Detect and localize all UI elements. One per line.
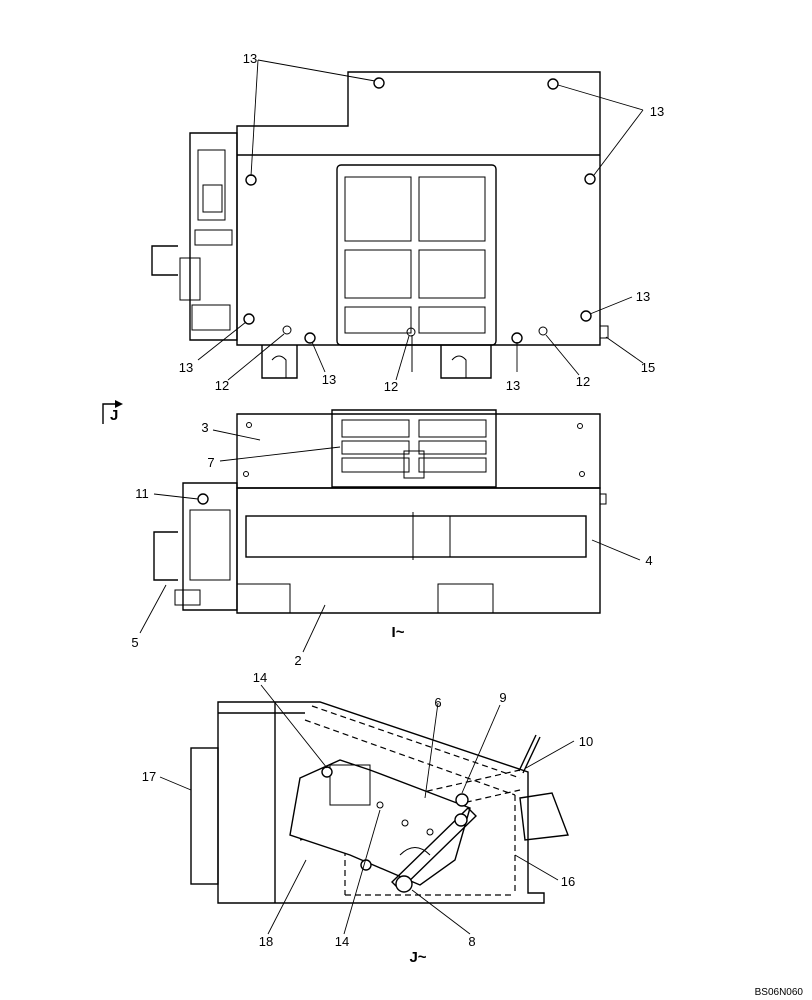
callout-12: 12 (384, 379, 398, 394)
callout-14: 14 (253, 670, 267, 685)
callout-5: 5 (131, 635, 138, 650)
view-arrow-j (102, 400, 123, 424)
callout-3: 3 (201, 420, 208, 435)
callout-13: 13 (322, 372, 336, 387)
callout-8: 8 (468, 934, 475, 949)
callout-11: 11 (135, 486, 149, 501)
view-label-j: J (110, 407, 118, 424)
callout-13: 13 (650, 104, 664, 119)
callout-13: 13 (636, 289, 650, 304)
callout-4: 4 (645, 553, 652, 568)
callout-13: 13 (506, 378, 520, 393)
callout-9: 9 (499, 690, 506, 705)
callout-15: 15 (641, 360, 655, 375)
view-label-i: I~ (392, 624, 405, 641)
callout-17: 17 (142, 769, 156, 784)
callout-2: 2 (294, 653, 301, 668)
side-view (159, 684, 575, 935)
callout-12: 12 (215, 378, 229, 393)
front-view (139, 409, 641, 653)
view-label-j-section: J~ (409, 949, 426, 966)
callout-18: 18 (259, 934, 273, 949)
callout-7: 7 (207, 455, 214, 470)
callout-16: 16 (561, 874, 575, 889)
reference-code: BS06N060 (755, 987, 804, 998)
callout-6: 6 (434, 695, 441, 710)
callouts: 13 13 13 13 13 13 13 12 12 12 15 3 7 11 … (131, 51, 664, 949)
callout-10: 10 (579, 734, 593, 749)
callout-13: 13 (179, 360, 193, 375)
top-view (151, 59, 644, 381)
callout-12: 12 (576, 374, 590, 389)
callout-13: 13 (243, 51, 257, 66)
callout-14: 14 (335, 934, 349, 949)
